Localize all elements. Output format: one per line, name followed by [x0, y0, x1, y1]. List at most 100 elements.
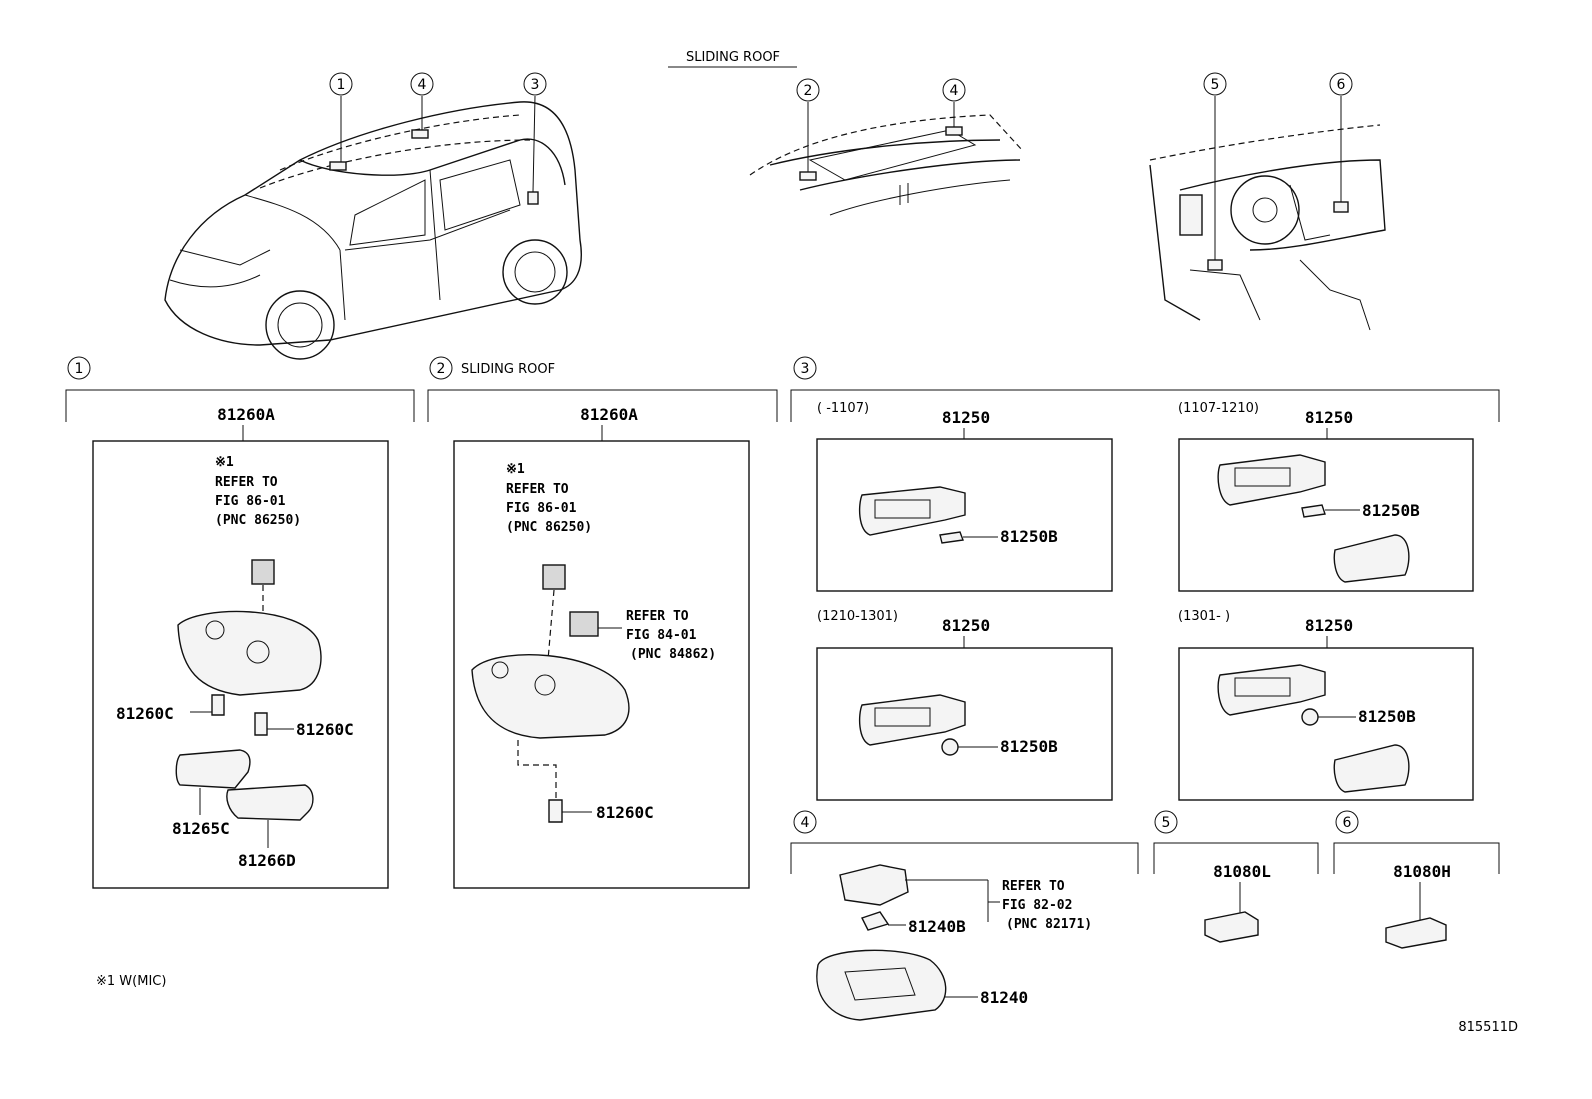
svg-text:5: 5	[1162, 815, 1171, 831]
svg-text:FIG 86-01: FIG 86-01	[506, 501, 577, 516]
bulb-icon	[1301, 708, 1319, 726]
svg-text:(1301- ): (1301- )	[1178, 609, 1230, 624]
section-3: 3 ( -1107) 81250 81250B (1107-1210) 8125…	[790, 356, 1500, 801]
dashboard-overview-illustration: 5 6	[1149, 72, 1386, 331]
bulb-left-icon	[211, 694, 225, 716]
svg-text:81250B: 81250B	[1362, 501, 1420, 520]
section-1-box	[92, 440, 389, 889]
svg-text:5: 5	[1211, 77, 1220, 93]
bulb-icon	[1301, 504, 1326, 518]
figure-id: 815511D	[1458, 1020, 1518, 1035]
lamp-cover-icon	[1333, 744, 1410, 793]
svg-text:81250: 81250	[942, 408, 990, 427]
svg-text:(PNC 84862): (PNC 84862)	[630, 647, 716, 662]
svg-text:REFER TO: REFER TO	[215, 475, 278, 490]
svg-text:1: 1	[337, 77, 346, 93]
part-81260A-sunroof-label: 81260A	[580, 405, 638, 424]
lamp-housing-icon	[858, 486, 966, 536]
variant-d: (1301- ) 81250 81250B	[1178, 609, 1474, 801]
variant-a: ( -1107) 81250 81250B	[816, 401, 1113, 592]
car-overview-illustration: 1 4 3	[164, 72, 582, 360]
variant-b: (1107-1210) 81250 81250B	[1178, 401, 1474, 592]
svg-text:81250B: 81250B	[1358, 707, 1416, 726]
svg-text:81250: 81250	[1305, 616, 1353, 635]
svg-text:FIG 86-01: FIG 86-01	[215, 494, 286, 509]
part-81265C-label: 81265C	[172, 819, 230, 838]
svg-text:( -1107): ( -1107)	[817, 401, 869, 416]
sliding-roof-title: SLIDING ROOF	[686, 50, 780, 65]
svg-text:2: 2	[437, 361, 446, 377]
svg-text:FIG 82-02: FIG 82-02	[1002, 898, 1072, 913]
part-81260C-sunroof-label: 81260C	[596, 803, 654, 822]
svg-text:(PNC 82171): (PNC 82171)	[1006, 917, 1092, 932]
part-81080H-icon	[1385, 917, 1447, 949]
svg-text:4: 4	[801, 815, 810, 831]
section-5: 5 81080L	[1153, 810, 1319, 943]
bulb-right-icon	[254, 712, 268, 736]
svg-text:81240: 81240	[980, 988, 1028, 1007]
lens-81265C-icon	[175, 749, 251, 789]
svg-text:3: 3	[531, 77, 540, 93]
roof-callout-4: 4	[942, 78, 966, 102]
footnote: ※1 W(MIC)	[96, 974, 166, 989]
svg-text:6: 6	[1343, 815, 1352, 831]
svg-text:6: 6	[1337, 77, 1346, 93]
part-81260A-label: 81260A	[217, 405, 275, 424]
svg-text:(1107-1210): (1107-1210)	[1178, 401, 1259, 416]
svg-text:81080L: 81080L	[1213, 862, 1271, 881]
part-81266D-label: 81266D	[238, 851, 296, 870]
bulb-icon	[941, 738, 959, 756]
switch-part-icon	[542, 564, 566, 590]
dash-callout-5: 5	[1203, 72, 1227, 96]
svg-text:81080H: 81080H	[1393, 862, 1451, 881]
lamp-unit-icon	[839, 864, 909, 906]
lamp-housing-icon	[1217, 454, 1326, 506]
svg-text:(1210-1301): (1210-1301)	[817, 609, 898, 624]
lens-81266D-icon	[226, 784, 314, 821]
lamp-cover-icon	[1333, 534, 1410, 583]
svg-text:81250: 81250	[942, 616, 990, 635]
lamp-housing-icon	[1217, 664, 1326, 716]
svg-text:2: 2	[804, 83, 813, 99]
car-callout-3: 3	[523, 72, 547, 96]
svg-text:REFER TO: REFER TO	[1002, 879, 1065, 894]
section-2-title: SLIDING ROOF	[461, 362, 555, 377]
svg-text:81250: 81250	[1305, 408, 1353, 427]
svg-text:4: 4	[950, 83, 959, 99]
roof-callout-2: 2	[796, 78, 820, 102]
svg-text:3: 3	[801, 361, 810, 377]
variant-c: (1210-1301) 81250 81250B	[816, 609, 1113, 801]
part-81260C-left-label: 81260C	[116, 704, 174, 723]
sliding-roof-overview-illustration: SLIDING ROOF 2 4	[668, 50, 1023, 216]
section-2: 2 SLIDING ROOF 81260A ※1 REFER TO FIG 86…	[427, 356, 778, 889]
svg-text:81250B: 81250B	[1000, 737, 1058, 756]
lamp-lens-icon	[816, 949, 947, 1021]
svg-text:※1: ※1	[215, 455, 234, 470]
section-2-box	[453, 440, 750, 889]
svg-text:4: 4	[418, 77, 427, 93]
svg-text:(PNC 86250): (PNC 86250)	[215, 513, 301, 528]
dome-lamp-housing-icon	[471, 654, 630, 739]
dome-lamp-housing-icon	[177, 610, 322, 696]
svg-text:81250B: 81250B	[1000, 527, 1058, 546]
part-81080L-icon	[1204, 911, 1259, 943]
svg-text:(PNC 86250): (PNC 86250)	[506, 520, 592, 535]
car-callout-4: 4	[410, 72, 434, 96]
svg-text:FIG 84-01: FIG 84-01	[626, 628, 697, 643]
svg-text:1: 1	[75, 361, 84, 377]
bulb-icon	[548, 799, 563, 823]
dash-callout-6: 6	[1329, 72, 1353, 96]
section-4: 4 REFER TO FIG 82-02 (PNC 82171) 81240B …	[790, 810, 1139, 1021]
svg-text:81240B: 81240B	[908, 917, 966, 936]
bulb-icon	[939, 531, 964, 544]
section-1: 1 81260A ※1 REFER TO FIG 86-01 (PNC 8625…	[65, 356, 415, 889]
part-81260C-right-label: 81260C	[296, 720, 354, 739]
sunroof-switch-icon	[569, 611, 599, 637]
svg-text:※1: ※1	[506, 462, 525, 477]
svg-text:REFER TO: REFER TO	[506, 482, 569, 497]
section-6: 6 81080H	[1333, 810, 1500, 949]
switch-part-icon	[251, 559, 275, 585]
car-callout-1: 1	[329, 72, 353, 96]
svg-text:REFER TO: REFER TO	[626, 609, 689, 624]
